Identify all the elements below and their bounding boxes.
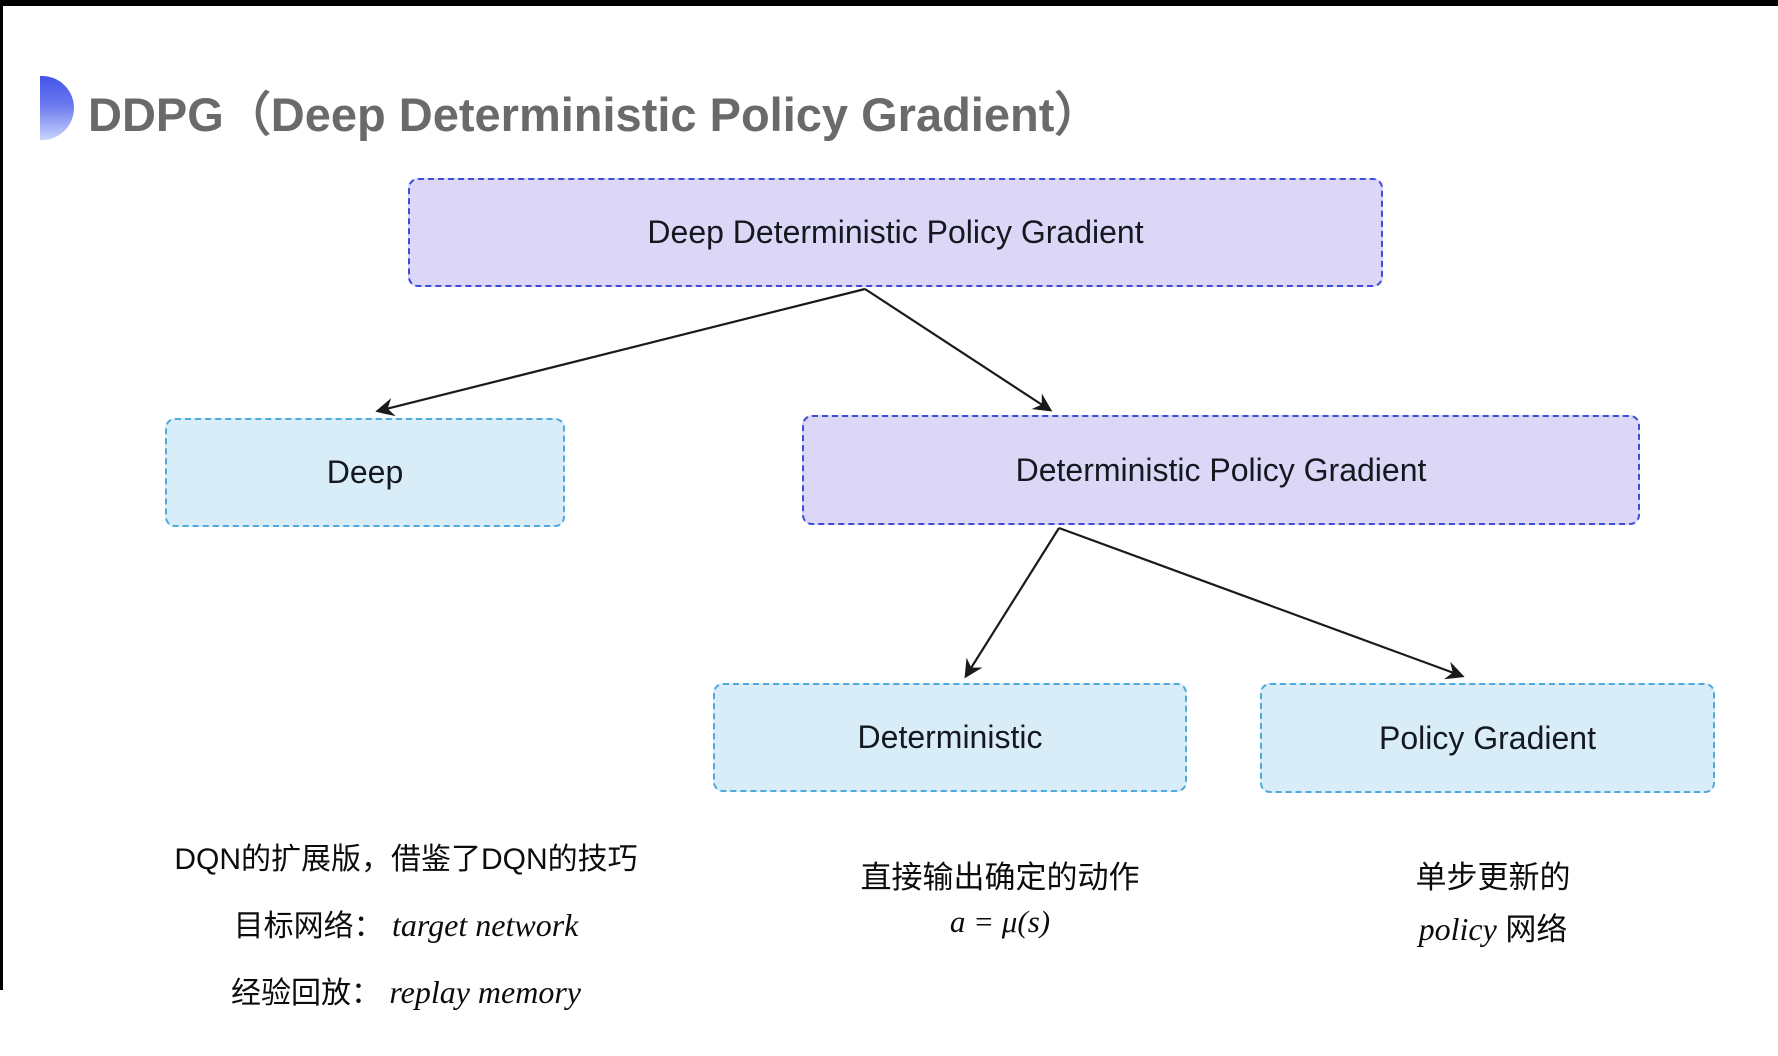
tree-node-policy-gradient-label: Policy Gradient xyxy=(1379,719,1596,756)
tree-node-deep: Deep xyxy=(165,418,565,527)
screen-left-border xyxy=(0,0,3,990)
note-replay-memory-term: replay memory xyxy=(389,974,581,1010)
arrow-root-to-dpg xyxy=(864,288,1053,412)
tree-node-root-label: Deep Deterministic Policy Gradient xyxy=(647,214,1144,250)
note-action-formula: a = μ(s) xyxy=(949,904,1051,939)
note-single-step-update: 单步更新的 xyxy=(1415,860,1571,895)
tree-node-policy-gradient: Policy Gradient xyxy=(1260,683,1715,793)
notes-deep: DQN的扩展版，借鉴了DQN的技巧 目标网络： target network 经… xyxy=(128,834,684,1012)
title-bullet-icon xyxy=(40,76,74,140)
arrow-root-to-deep xyxy=(375,287,866,417)
note-policy-suffix: 网络 xyxy=(1505,912,1568,947)
arrow-dpg-to-policy-gradient xyxy=(1058,526,1465,680)
tree-node-deterministic-label: Deterministic xyxy=(857,719,1043,755)
tree-node-deterministic: Deterministic xyxy=(713,683,1187,792)
notes-policy-gradient: 单步更新的 policy 网络 xyxy=(1320,852,1666,949)
page-title: DDPG（Deep Deterministic Policy Gradient） xyxy=(88,88,1102,141)
note-target-network-label: 目标网络： xyxy=(233,910,384,943)
note-target-network: 目标网络： target network xyxy=(234,901,579,945)
notes-deterministic: 直接输出确定的动作 a = μ(s) xyxy=(795,852,1205,940)
note-policy-network: policy 网络 xyxy=(1419,904,1568,949)
note-replay-memory: 经验回放： replay memory xyxy=(231,968,581,1012)
note-dqn-extension: DQN的扩展版，借鉴了DQN的技巧 xyxy=(174,843,638,876)
tree-node-deterministic-policy-gradient: Deterministic Policy Gradient xyxy=(802,415,1640,525)
note-policy-term: policy xyxy=(1418,911,1497,947)
tree-node-dpg-label: Deterministic Policy Gradient xyxy=(1015,451,1427,488)
tree-node-root: Deep Deterministic Policy Gradient xyxy=(408,178,1383,287)
note-deterministic-action: 直接输出确定的动作 xyxy=(860,860,1140,895)
note-replay-memory-label: 经验回放： xyxy=(231,977,381,1010)
arrow-dpg-to-deterministic xyxy=(964,527,1060,679)
screen-top-border xyxy=(0,0,1778,6)
note-target-network-term: target network xyxy=(392,907,579,943)
tree-node-deep-label: Deep xyxy=(326,454,404,490)
